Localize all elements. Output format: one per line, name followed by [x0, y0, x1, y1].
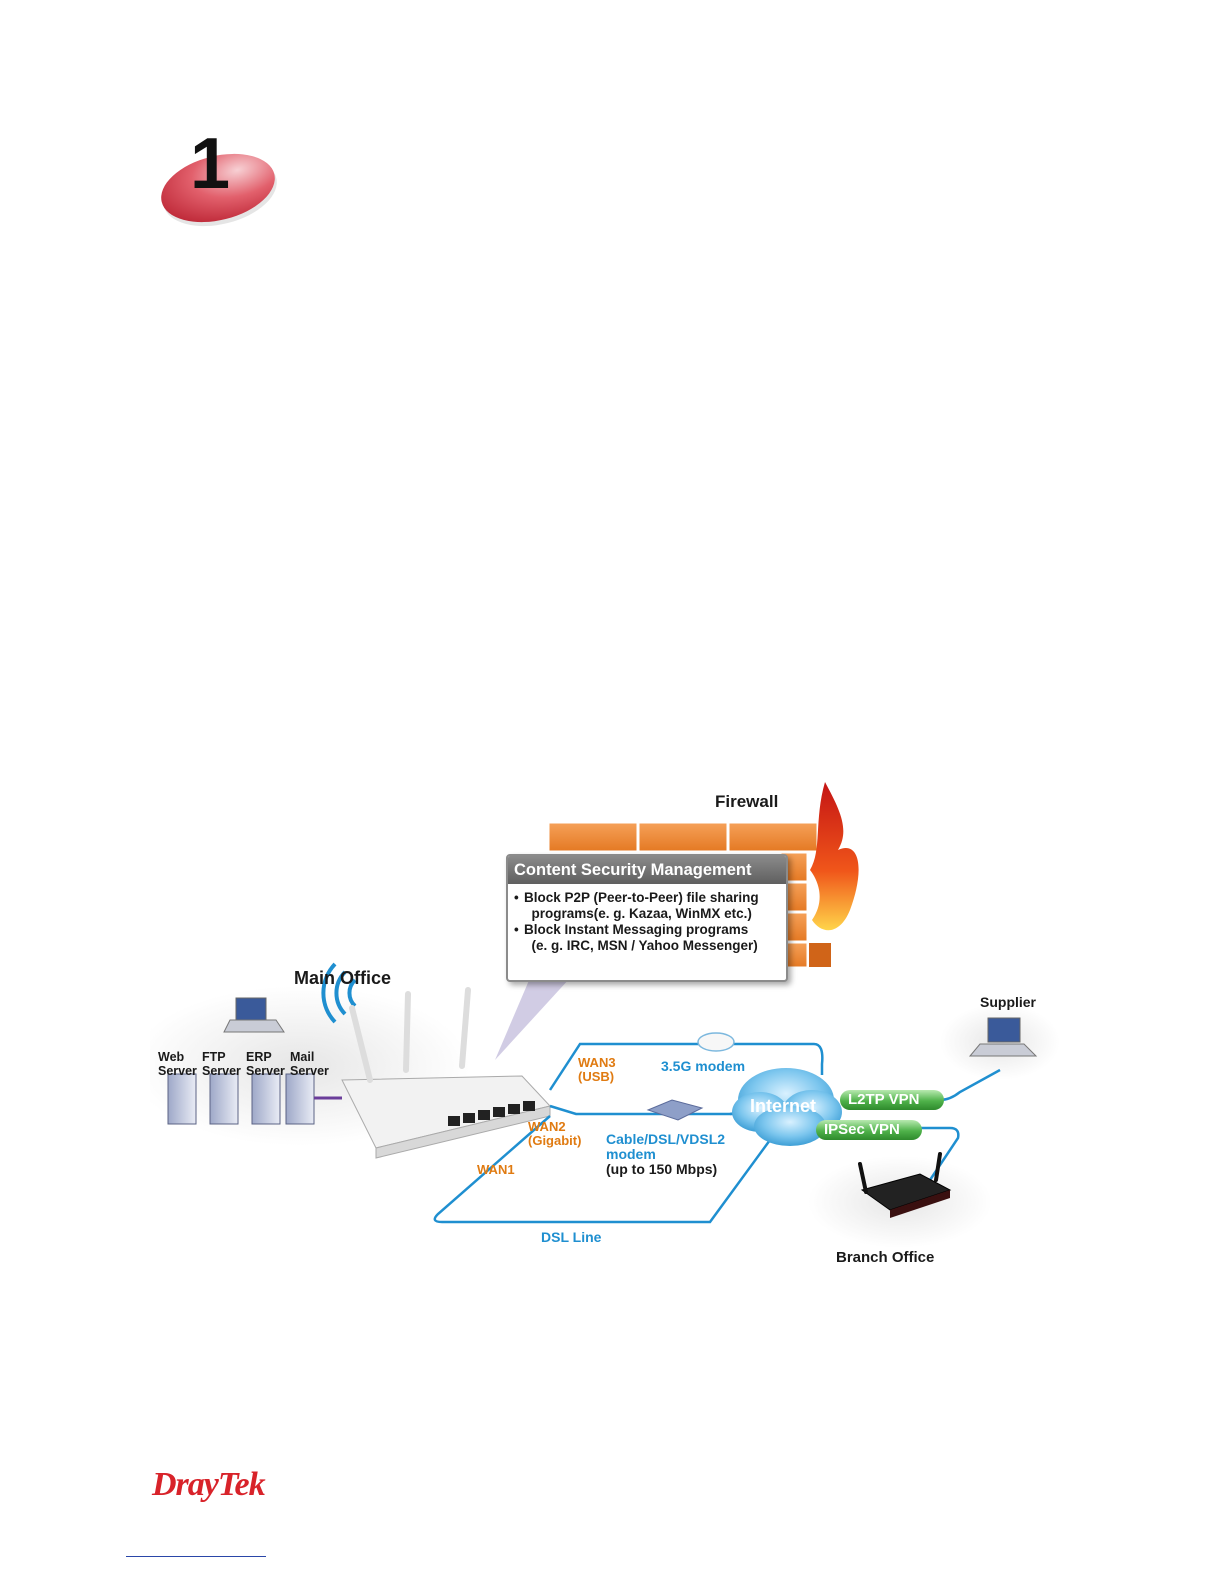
- server-label-line: Server: [246, 1064, 285, 1078]
- server-label: Web Server: [158, 1050, 197, 1078]
- cable-modem-label-line: Cable/DSL/VDSL2: [606, 1131, 726, 1147]
- supplier-laptop-icon: [968, 1017, 1038, 1057]
- server-label-line: FTP: [202, 1050, 226, 1064]
- wan3-label: WAN3 (USB): [578, 1056, 616, 1084]
- diagram-graphics: [150, 782, 1060, 1248]
- supplier-label: Supplier: [980, 994, 1037, 1010]
- cable-modem-label-line: modem: [606, 1146, 656, 1162]
- wan3-label-line: WAN3: [578, 1055, 616, 1070]
- server-label-line: Web: [158, 1050, 185, 1064]
- ipsec-line: [910, 1126, 960, 1181]
- server-label-line: Server: [290, 1064, 329, 1078]
- server-label: ERP Server: [246, 1050, 285, 1078]
- draytek-logo: DrayTek: [152, 1466, 266, 1503]
- laptop-icon: [223, 997, 285, 1033]
- wan3-line: [548, 1042, 824, 1091]
- server-label-line: Server: [202, 1064, 241, 1078]
- firewall-label: Firewall: [715, 792, 779, 811]
- cable-modem-speed: (up to 150 Mbps): [606, 1161, 718, 1177]
- wan2-line: [549, 1104, 740, 1116]
- wan1-label: WAN1: [477, 1162, 515, 1177]
- chapter-number: 1: [190, 124, 231, 204]
- internet-label: Internet: [750, 1096, 817, 1116]
- csm-item: Block Instant Messaging programs (e. g. …: [514, 922, 780, 954]
- server-label-line: Mail: [290, 1050, 315, 1064]
- chapter-badge: [158, 150, 280, 228]
- server-label: FTP Server: [202, 1050, 241, 1078]
- dsl-line-label: DSL Line: [541, 1229, 602, 1245]
- server-label-line: Server: [158, 1064, 197, 1078]
- firewall-bricks: [546, 820, 833, 970]
- server-label: Mail Server: [290, 1050, 329, 1078]
- wireless-icon: [321, 962, 357, 1024]
- usb-modem-icon: [697, 1032, 735, 1052]
- flame-icon: [810, 782, 859, 931]
- l2tp-vpn-tube: L2TP VPN: [840, 1090, 944, 1110]
- content-security-box: Content Security Management Block P2P (P…: [506, 854, 788, 982]
- ipsec-vpn-tube: IPSec VPN: [816, 1120, 922, 1140]
- cable-modem-icon: [646, 1099, 704, 1121]
- csm-title: Content Security Management: [508, 856, 786, 884]
- modem-35g-label: 3.5G modem: [661, 1058, 746, 1074]
- wan2-label: WAN2 (Gigabit): [528, 1120, 581, 1148]
- wan2-label-line: (Gigabit): [528, 1133, 582, 1148]
- callout-pointer: [495, 978, 570, 1060]
- csm-list: Block P2P (Peer-to-Peer) file sharing pr…: [508, 884, 786, 954]
- wan3-label-line: (USB): [578, 1069, 615, 1084]
- router-icon: [341, 987, 551, 1159]
- branch-office-label: Branch Office: [836, 1249, 935, 1266]
- footer-rule: [126, 1556, 266, 1557]
- cable-modem-label: Cable/DSL/VDSL2 modem (up to 150 Mbps): [606, 1132, 725, 1177]
- csm-item: Block P2P (Peer-to-Peer) file sharing pr…: [514, 890, 780, 922]
- server-icons: [167, 1073, 315, 1125]
- network-diagram: Firewall Content Security Management Blo…: [150, 770, 1060, 1280]
- server-label-line: ERP: [246, 1050, 272, 1064]
- main-office-label: Main Office: [294, 968, 392, 988]
- branch-router-icon: [858, 1152, 952, 1218]
- wan2-label-line: WAN2: [528, 1119, 566, 1134]
- wan1-line: [433, 1115, 772, 1224]
